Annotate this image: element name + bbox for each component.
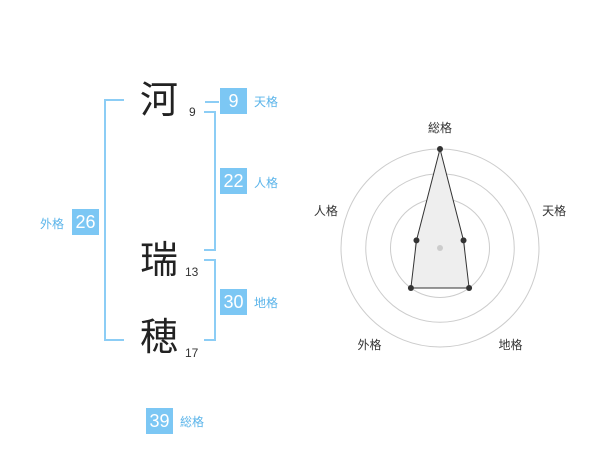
radar-point-4 (407, 285, 414, 292)
radar-axis-label: 地格 (498, 337, 522, 352)
radar-area (410, 148, 470, 289)
radar-point-3 (466, 285, 473, 292)
chikaku-value: 30 (220, 289, 247, 315)
jinkaku-bracket (204, 111, 216, 251)
name-char-2-strokes: 13 (185, 265, 199, 279)
radar-point-5 (413, 237, 420, 244)
radar-center (437, 245, 443, 251)
jinkaku-label: 人格 (254, 176, 279, 190)
tenkaku-label: 天格 (254, 95, 279, 109)
chikaku-label: 地格 (254, 296, 279, 310)
chikaku-bracket (204, 259, 216, 341)
gaikaku-value: 26 (72, 209, 99, 235)
name-char-3: 穂 (140, 315, 179, 359)
tenkaku-connector (205, 101, 219, 103)
name-char-3-strokes: 17 (185, 346, 199, 360)
radar-axis-label: 人格 (314, 203, 338, 218)
name-char-2: 瑞 (140, 238, 179, 282)
radar-axis-label: 外格 (357, 337, 381, 352)
jinkaku-value: 22 (220, 168, 247, 194)
soukaku-value: 39 (146, 408, 173, 434)
radar-axis-label: 総格 (428, 120, 452, 135)
radar-point-1 (437, 146, 443, 152)
name-char-1: 河 (140, 78, 179, 122)
radar-points (407, 146, 473, 292)
radar-axis-label: 天格 (542, 203, 566, 218)
name-char-1-strokes: 9 (189, 105, 196, 119)
gaikaku-label: 外格 (40, 217, 65, 231)
soukaku-label: 総格 (180, 415, 205, 429)
radar-point-2 (460, 237, 467, 244)
gaikaku-bracket (104, 99, 124, 341)
tenkaku-value: 9 (220, 88, 247, 114)
